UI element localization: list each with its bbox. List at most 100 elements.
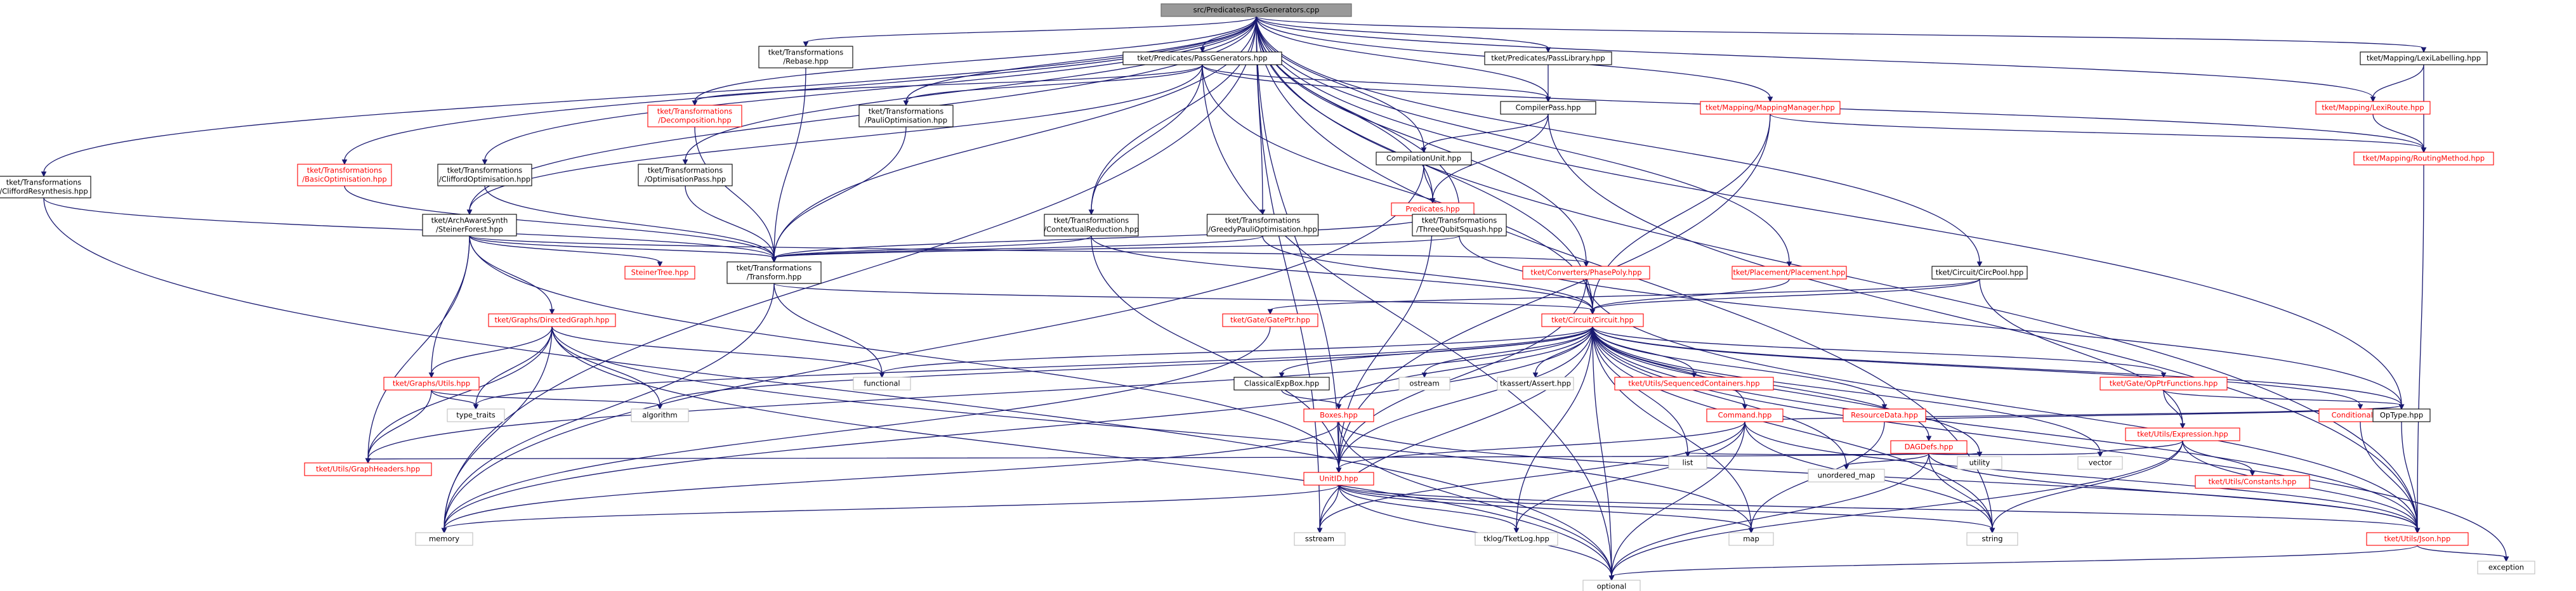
dependency-edge: [344, 16, 1257, 161]
node-label: tket/Transformations: [6, 178, 82, 187]
node-list: list: [1668, 456, 1707, 470]
node-graphheaders[interactable]: tket/Utils/GraphHeaders.hpp: [304, 462, 432, 476]
dependency-edge: [659, 326, 1593, 406]
dependency-edge: [444, 421, 1339, 529]
dependency-edge: [1256, 16, 1980, 263]
node-threequbit[interactable]: tket/Transformations/ThreeQubitSquash.hp…: [1412, 214, 1507, 237]
node-optpass[interactable]: tket/Transformations/OptimisationPass.hp…: [638, 164, 733, 186]
node-label: /ContextualReduction.hpp: [1044, 225, 1139, 234]
edge-arrowhead: [2414, 528, 2421, 534]
dependency-edge: [469, 64, 1203, 211]
node-label: sstream: [1305, 535, 1334, 543]
dependency-edge: [1592, 326, 2418, 529]
dependency-edge: [1744, 421, 2418, 529]
node-label: tket/Gate/GatePtr.hpp: [1230, 316, 1310, 325]
dependency-edge: [1611, 440, 2183, 577]
node-contextual[interactable]: tket/Transformations/ContextualReduction…: [1044, 214, 1139, 237]
node-circpool[interactable]: tket/Circuit/CircPool.hpp: [1931, 266, 2028, 280]
dependency-edge: [431, 235, 470, 374]
node-command[interactable]: Command.hpp: [1706, 408, 1784, 422]
node-box: [726, 261, 822, 284]
node-optype[interactable]: OpType.hpp: [2372, 408, 2431, 422]
node-constants[interactable]: tket/Utils/Constants.hpp: [2195, 475, 2310, 489]
node-placement[interactable]: tket/Placement/Placement.hpp: [1732, 266, 1847, 280]
node-compilerpass[interactable]: CompilerPass.hpp: [1500, 101, 1596, 115]
node-cliffordopt[interactable]: tket/Transformations/CliffordOptimisatio…: [437, 164, 532, 186]
node-classicalexpbox[interactable]: ClassicalExpBox.hpp: [1233, 377, 1330, 391]
edge-arrowhead: [1421, 147, 1427, 153]
edge-arrowhead: [1267, 309, 1273, 315]
node-expression[interactable]: tket/Utils/Expression.hpp: [2125, 427, 2240, 441]
node-routingmethod[interactable]: tket/Mapping/RoutingMethod.hpp: [2353, 152, 2494, 166]
node-greedy[interactable]: tket/Transformations/GreedyPauliOptimisa…: [1206, 214, 1319, 237]
node-steinertree[interactable]: SteinerTree.hpp: [624, 266, 695, 280]
node-unitid[interactable]: UnitID.hpp: [1303, 472, 1374, 486]
dependency-edge: [1592, 326, 1752, 529]
dependency-edge: [1338, 326, 1593, 469]
dependency-edge: [431, 389, 476, 406]
node-cliffordresynth[interactable]: tket/Transformations/CliffordResynthesis…: [0, 176, 91, 198]
node-label: tket/Transformations: [768, 48, 844, 57]
dependency-edge: [431, 389, 660, 406]
node-box: [2195, 475, 2310, 489]
node-root[interactable]: src/Predicates/PassGenerators.cpp: [1160, 3, 1352, 17]
node-passgen[interactable]: tket/Predicates/PassGenerators.hpp: [1122, 51, 1282, 65]
node-phasepoly[interactable]: tket/Converters/PhasePoly.hpp: [1522, 266, 1650, 280]
node-passlib[interactable]: tket/Predicates/PassLibrary.hpp: [1484, 51, 1612, 65]
node-circuit[interactable]: tket/Circuit/Circuit.hpp: [1541, 313, 1644, 327]
node-box: [1890, 440, 1968, 454]
dependency-edge: [1281, 326, 1593, 374]
node-steiner[interactable]: tket/ArchAwareSynth/SteinerForest.hpp: [422, 214, 517, 237]
node-transform[interactable]: tket/Transformations/Transform.hpp: [726, 261, 822, 284]
dependency-edge: [1338, 215, 1433, 469]
node-algorithm: algorithm: [631, 408, 689, 422]
dependency-edge: [1091, 16, 1257, 211]
node-graphsutils[interactable]: tket/Graphs/Utils.hpp: [383, 377, 480, 391]
dependency-edge: [2417, 164, 2424, 529]
node-gateptr[interactable]: tket/Gate/GatePtr.hpp: [1222, 313, 1318, 327]
node-lexilabelling[interactable]: tket/Mapping/LexiLabelling.hpp: [2360, 51, 2488, 65]
node-resourcedata[interactable]: ResourceData.hpp: [1843, 408, 1926, 422]
edge-arrowhead: [473, 404, 479, 410]
node-label: tket/Transformations: [869, 107, 944, 116]
dependency-edge: [2182, 440, 2253, 472]
node-decomposition[interactable]: tket/Transformations/Decomposition.hpp: [647, 105, 742, 127]
node-basicopt[interactable]: tket/Transformations/BasicOptimisation.h…: [297, 164, 392, 186]
node-opptrfunctions[interactable]: tket/Gate/OpPtrFunctions.hpp: [2100, 377, 2228, 391]
node-box: [437, 164, 532, 186]
node-box: [1522, 266, 1650, 280]
dependency-edge: [905, 16, 1257, 102]
node-box: [1614, 377, 1774, 391]
node-label: /PauliOptimisation.hpp: [865, 116, 947, 125]
node-mappingmanager[interactable]: tket/Mapping/MappingManager.hpp: [1700, 101, 1841, 115]
node-pauliopt[interactable]: tket/Transformations/PauliOptimisation.h…: [858, 105, 954, 127]
dependency-edge: [551, 326, 883, 374]
node-lexiroute[interactable]: tket/Mapping/LexiRoute.hpp: [2315, 101, 2431, 115]
nodes-layer: src/Predicates/PassGenerators.cpp tket/Tr…: [0, 3, 2535, 591]
dependency-edge: [1319, 326, 1593, 529]
edge-arrowhead: [1926, 436, 1932, 442]
dependency-edge: [1592, 326, 1688, 453]
dependency-edge: [1423, 114, 1549, 149]
edge-arrowhead: [2097, 451, 2103, 458]
edge-arrowhead: [2398, 404, 2405, 410]
node-directedgraph[interactable]: tket/Graphs/DirectedGraph.hpp: [488, 313, 616, 327]
edge-arrowhead: [1513, 528, 1520, 534]
dependency-edge: [2401, 421, 2418, 529]
node-json[interactable]: tket/Utils/Json.hpp: [2366, 532, 2469, 546]
node-boxes[interactable]: Boxes.hpp: [1303, 408, 1374, 422]
node-compilationunit[interactable]: CompilationUnit.hpp: [1376, 152, 1472, 166]
dependency-edge: [43, 197, 1612, 577]
dependency-edge: [1338, 484, 2418, 529]
node-rebase[interactable]: tket/Transformations/Rebase.hpp: [758, 46, 853, 68]
dependency-edge: [1928, 453, 2418, 529]
node-label: /OptimisationPass.hpp: [645, 175, 726, 184]
node-dagdefs[interactable]: DAGDefs.hpp: [1890, 440, 1968, 454]
node-seqcontainers[interactable]: tket/Utils/SequencedContainers.hpp: [1614, 377, 1774, 391]
node-label: tket/Utils/Constants.hpp: [2209, 477, 2297, 486]
node-box: [1376, 152, 1472, 166]
node-predicates[interactable]: Predicates.hpp: [1391, 202, 1475, 216]
dependency-edge: [2163, 389, 2402, 406]
node-label: type_traits: [456, 411, 495, 420]
